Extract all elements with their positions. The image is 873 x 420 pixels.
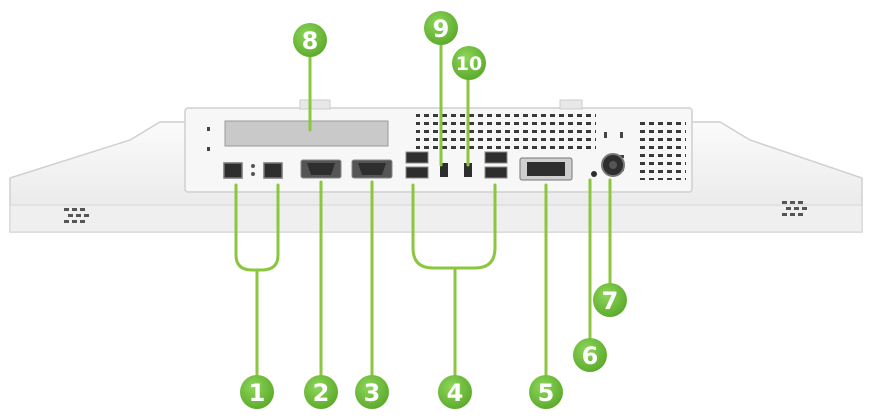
ventilation-grid (416, 112, 596, 152)
callout-8: 8 (293, 23, 327, 57)
audio-jack-line-out (464, 163, 472, 177)
callout-label-6: 6 (582, 342, 599, 370)
lan-led (251, 164, 255, 168)
callout-label-1: 1 (249, 379, 266, 407)
lan-port-1 (223, 162, 243, 179)
dvi-port (519, 157, 573, 181)
callout-2: 2 (304, 375, 338, 409)
power-led (591, 171, 597, 177)
leader-1 (234, 183, 280, 380)
speaker-grille-left (64, 208, 89, 223)
usb-ports-left (405, 151, 429, 179)
callout-label-10: 10 (456, 53, 482, 75)
dc-power-jack (601, 153, 625, 177)
device-bottom-edge (9, 204, 863, 233)
callout-7: 7 (593, 283, 627, 317)
callout-6: 6 (573, 338, 607, 372)
serial-port-com1 (300, 159, 342, 179)
io-panel (184, 99, 693, 193)
callout-1: 1 (240, 375, 274, 409)
lan-led-2 (251, 172, 255, 176)
leader-lines (234, 43, 612, 380)
ventilation-grid-right (640, 118, 686, 180)
callout-3: 3 (355, 375, 389, 409)
callout-5: 5 (529, 375, 563, 409)
callout-4: 4 (438, 375, 472, 409)
top-bracket-right (559, 99, 583, 110)
callout-label-4: 4 (447, 379, 464, 407)
callout-10: 10 (452, 46, 486, 80)
callout-label-8: 8 (302, 27, 319, 55)
serial-port-com2 (351, 159, 393, 179)
expansion-slot (224, 120, 389, 147)
callout-label-9: 9 (433, 15, 450, 43)
callout-label-5: 5 (538, 379, 555, 407)
top-bracket (299, 99, 331, 110)
callout-label-2: 2 (313, 379, 330, 407)
callout-label-3: 3 (364, 379, 381, 407)
leader-4 (411, 183, 497, 380)
speaker-grille-right (782, 201, 807, 216)
usb-ports-right (484, 151, 508, 179)
lan-port-2 (263, 162, 283, 179)
callout-label-7: 7 (602, 287, 619, 315)
audio-jack-mic (440, 163, 448, 177)
callout-9: 9 (424, 11, 458, 45)
